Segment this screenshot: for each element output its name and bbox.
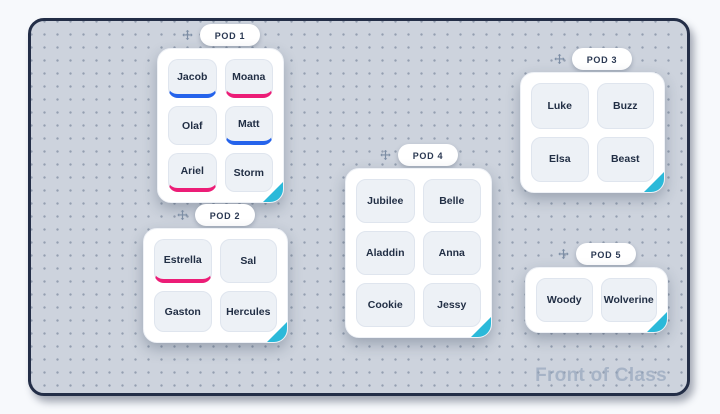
front-of-class-label: Front of Class bbox=[535, 365, 667, 386]
move-icon[interactable] bbox=[379, 149, 392, 162]
pod-header: POD 1 bbox=[157, 24, 284, 46]
pod-label-pill[interactable]: POD 5 bbox=[575, 243, 637, 265]
seat-card[interactable]: Sal bbox=[219, 239, 277, 283]
seat-card[interactable]: Jacob bbox=[168, 59, 217, 98]
pod-header: POD 4 bbox=[345, 144, 492, 166]
seat-card[interactable]: Wolverine bbox=[600, 278, 657, 322]
pod-label: POD 3 bbox=[586, 55, 618, 65]
seat-card[interactable]: Olaf bbox=[168, 106, 217, 145]
pod-label-pill[interactable]: POD 1 bbox=[199, 24, 261, 46]
seat-card[interactable]: Jubilee bbox=[356, 179, 415, 223]
seat-card[interactable]: Jessy bbox=[422, 283, 481, 327]
pod-label-pill[interactable]: POD 2 bbox=[194, 204, 256, 226]
seat-card[interactable]: Buzz bbox=[596, 83, 654, 129]
seat-card[interactable]: Storm bbox=[224, 153, 273, 192]
pod-label-pill[interactable]: POD 3 bbox=[571, 48, 633, 70]
seat-card[interactable]: Cookie bbox=[356, 283, 415, 327]
pod-header: POD 3 bbox=[520, 48, 665, 70]
seat-card[interactable]: Ariel bbox=[168, 153, 217, 192]
seat-card[interactable]: Matt bbox=[224, 106, 273, 145]
seat-card[interactable]: Belle bbox=[422, 179, 481, 223]
seat-card[interactable]: Gaston bbox=[154, 291, 212, 332]
move-icon[interactable] bbox=[553, 53, 566, 66]
move-icon[interactable] bbox=[557, 248, 570, 261]
pod-label: POD 5 bbox=[590, 250, 622, 260]
move-icon[interactable] bbox=[181, 29, 194, 42]
seat-card[interactable]: Beast bbox=[596, 136, 654, 182]
move-icon[interactable] bbox=[176, 209, 189, 222]
seat-card[interactable]: Elsa bbox=[531, 136, 589, 182]
seat-card[interactable]: Woody bbox=[536, 278, 593, 322]
seat-card[interactable]: Hercules bbox=[219, 291, 277, 332]
pod-label-pill[interactable]: POD 4 bbox=[397, 144, 459, 166]
seat-card[interactable]: Estrella bbox=[154, 239, 212, 283]
seat-card[interactable]: Luke bbox=[531, 83, 589, 129]
pod-label: POD 2 bbox=[209, 211, 241, 221]
pod-header: POD 5 bbox=[525, 243, 668, 265]
pod-header: POD 2 bbox=[143, 204, 288, 226]
pod-label: POD 1 bbox=[214, 31, 246, 41]
seat-card[interactable]: Moana bbox=[224, 59, 273, 98]
pod-label: POD 4 bbox=[412, 151, 444, 161]
seat-card[interactable]: Anna bbox=[422, 231, 481, 275]
seat-card[interactable]: Aladdin bbox=[356, 231, 415, 275]
